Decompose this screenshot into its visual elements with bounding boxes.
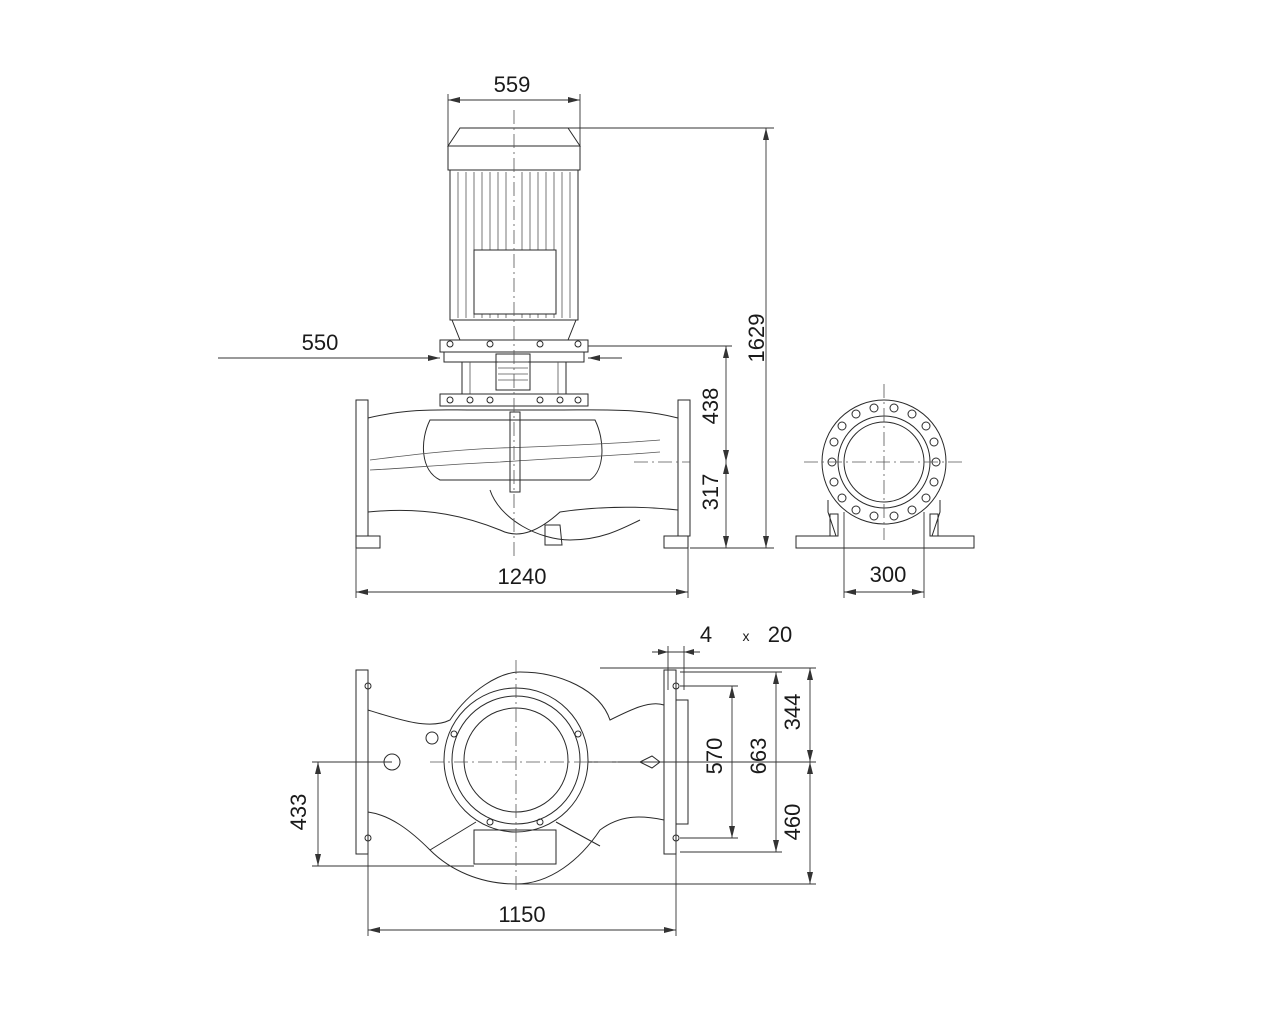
side-pedestal bbox=[795, 500, 975, 549]
plan-casing-outline bbox=[367, 671, 665, 885]
coupling-lines bbox=[469, 361, 559, 394]
dim-upper-depth: 344 bbox=[780, 694, 805, 731]
dim-hole-diameter: 20 bbox=[768, 622, 792, 647]
dim-lower-depth: 460 bbox=[780, 804, 805, 841]
dim-bolt-span-inner: 570 bbox=[702, 738, 727, 775]
plan-terminal-box bbox=[473, 829, 557, 865]
dim-front-length: 1240 bbox=[498, 564, 547, 589]
dim-motor-width: 559 bbox=[494, 72, 531, 97]
inlet-flange bbox=[355, 399, 369, 537]
dim-plan-length: 1150 bbox=[498, 902, 545, 927]
foot-left bbox=[355, 535, 381, 549]
dim-hole-count: 4 bbox=[700, 622, 712, 647]
coupling bbox=[495, 353, 531, 391]
dimension-labels: 559 1629 550 438 317 1240 300 4 x 20 115… bbox=[286, 72, 906, 927]
dim-plan-offset: 433 bbox=[286, 794, 311, 831]
dim-upper-height: 438 bbox=[698, 388, 723, 425]
dim-shaft-height: 317 bbox=[698, 474, 723, 511]
dim-hole-times: x bbox=[743, 628, 750, 644]
casing-rib bbox=[509, 411, 521, 493]
flange-bolts bbox=[446, 340, 582, 404]
foot-right bbox=[663, 535, 689, 549]
dim-side-width: 300 bbox=[870, 562, 907, 587]
dim-total-height: 1629 bbox=[744, 314, 769, 363]
volute-body bbox=[422, 419, 603, 481]
plan-vent-pipe bbox=[588, 755, 661, 769]
dimension-lines bbox=[218, 94, 925, 936]
front-view bbox=[355, 110, 691, 560]
outlet-flange bbox=[677, 399, 691, 537]
plan-view bbox=[355, 660, 689, 890]
dim-bolt-span-outer: 663 bbox=[746, 738, 771, 775]
dim-motor-offset: 550 bbox=[302, 330, 339, 355]
side-view bbox=[795, 384, 975, 549]
pump-casing bbox=[367, 409, 679, 535]
terminal-box bbox=[473, 249, 557, 315]
drain-boss bbox=[544, 524, 563, 546]
